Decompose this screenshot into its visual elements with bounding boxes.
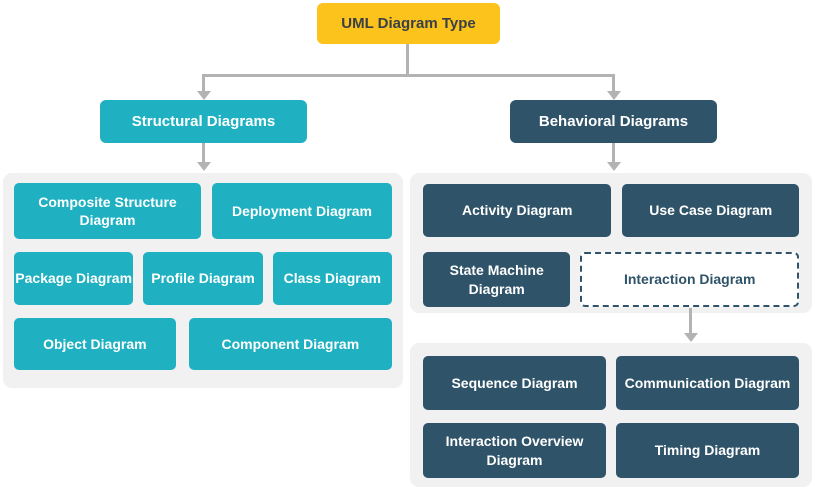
connector-behavioral-down xyxy=(612,143,615,163)
connector-behavioral-stem xyxy=(612,74,615,92)
node-timing-diagram: Timing Diagram xyxy=(616,423,799,478)
node-deployment-diagram: Deployment Diagram xyxy=(211,183,392,239)
node-sequence-diagram: Sequence Diagram xyxy=(423,356,606,410)
connector-structural-stem xyxy=(202,74,205,92)
node-use-case-diagram: Use Case Diagram xyxy=(622,184,799,237)
structural-row-3: Object Diagram Component Diagram xyxy=(14,318,392,370)
interaction-container: Sequence Diagram Communication Diagram I… xyxy=(410,343,812,487)
node-state-machine-diagram: State Machine Diagram xyxy=(423,252,571,307)
arrowhead-structural-container xyxy=(197,162,211,171)
connector-horizontal xyxy=(202,74,615,77)
node-activity-diagram: Activity Diagram xyxy=(423,184,612,237)
arrowhead-interaction xyxy=(684,333,698,342)
structural-container: Composite Structure Diagram Deployment D… xyxy=(3,173,403,388)
interaction-row-2: Interaction Overview Diagram Timing Diag… xyxy=(423,423,799,478)
arrowhead-behavioral-container xyxy=(607,162,621,171)
node-behavioral-diagrams: Behavioral Diagrams xyxy=(510,100,717,143)
structural-row-1: Composite Structure Diagram Deployment D… xyxy=(14,183,392,239)
node-composite-structure-diagram: Composite Structure Diagram xyxy=(14,183,201,239)
node-interaction-diagram: Interaction Diagram xyxy=(580,252,799,307)
behavioral-row-2: State Machine Diagram Interaction Diagra… xyxy=(423,252,799,307)
node-structural-diagrams: Structural Diagrams xyxy=(100,100,307,143)
connector-interaction-stem xyxy=(689,308,692,334)
connector-root-stem xyxy=(406,44,409,76)
node-object-diagram: Object Diagram xyxy=(14,318,176,370)
node-uml-diagram-type: UML Diagram Type xyxy=(317,3,500,44)
node-package-diagram: Package Diagram xyxy=(14,252,134,305)
behavioral-container: Activity Diagram Use Case Diagram State … xyxy=(410,173,812,313)
behavioral-row-1: Activity Diagram Use Case Diagram xyxy=(423,184,799,237)
node-interaction-overview-diagram: Interaction Overview Diagram xyxy=(423,423,606,478)
node-class-diagram: Class Diagram xyxy=(272,252,392,305)
node-component-diagram: Component Diagram xyxy=(188,318,392,370)
arrowhead-structural xyxy=(197,91,211,100)
connector-structural-down xyxy=(202,143,205,163)
node-communication-diagram: Communication Diagram xyxy=(616,356,799,410)
node-profile-diagram: Profile Diagram xyxy=(143,252,263,305)
interaction-row-1: Sequence Diagram Communication Diagram xyxy=(423,356,799,410)
structural-row-2: Package Diagram Profile Diagram Class Di… xyxy=(14,252,392,305)
arrowhead-behavioral xyxy=(607,91,621,100)
